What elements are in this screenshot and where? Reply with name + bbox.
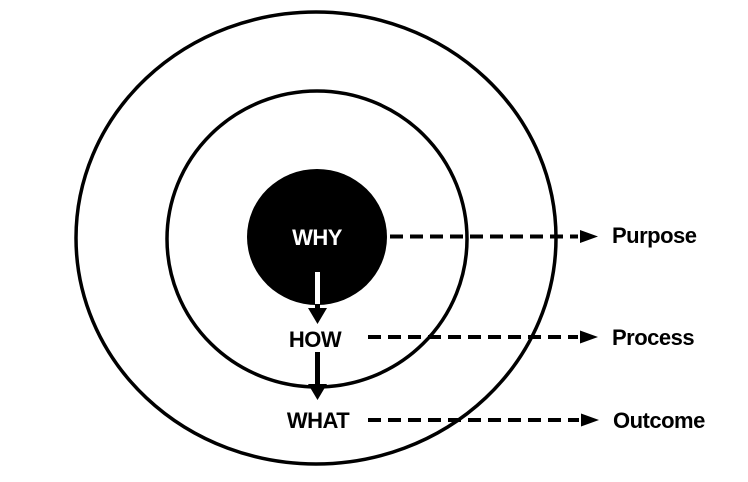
what-label: WHAT	[287, 408, 350, 433]
how-process-arrow	[368, 330, 598, 344]
what-outcome-arrow	[368, 413, 599, 427]
why-to-how-arrow	[308, 272, 327, 324]
process-label: Process	[612, 325, 694, 350]
how-to-what-arrow	[308, 352, 327, 400]
how-label: HOW	[289, 327, 342, 352]
what-outcome-arrowhead-icon	[581, 413, 599, 427]
how-process-arrowhead-icon	[580, 330, 598, 344]
why-to-how-arrowhead-icon	[308, 308, 327, 324]
purpose-label: Purpose	[612, 223, 697, 248]
how-to-what-arrowhead-icon	[308, 384, 327, 400]
why-label: WHY	[292, 225, 343, 250]
why-purpose-arrow	[390, 230, 598, 243]
inner-circle	[247, 169, 387, 305]
outcome-label: Outcome	[613, 408, 705, 433]
why-purpose-arrowhead-icon	[580, 230, 598, 243]
